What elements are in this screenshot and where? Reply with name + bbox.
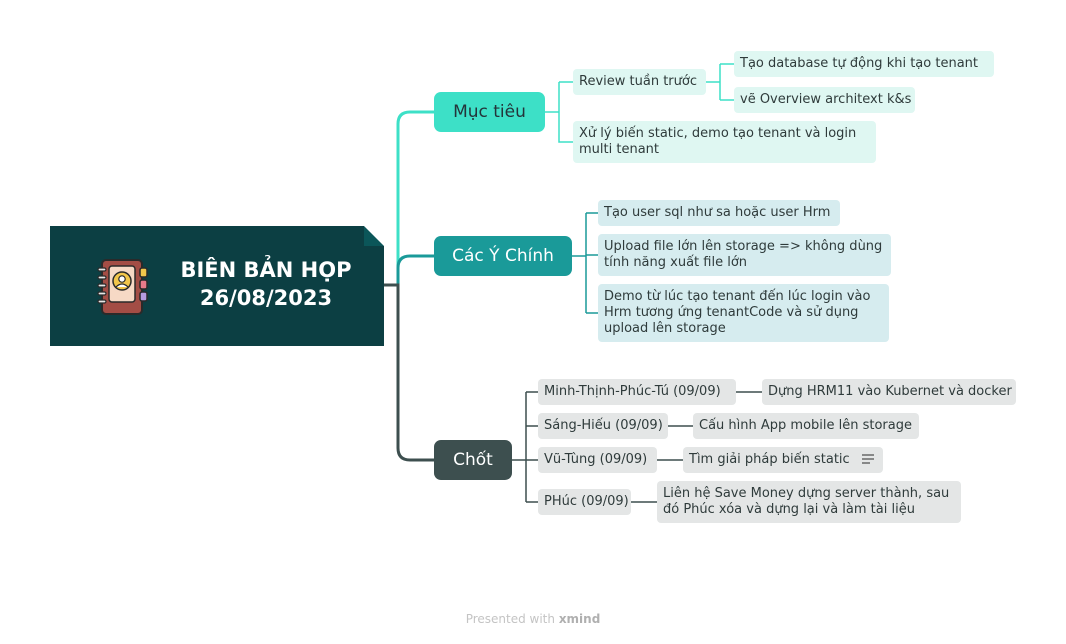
notebook-icon bbox=[97, 259, 148, 315]
branch-muc-tieu[interactable]: Mục tiêu bbox=[434, 92, 545, 132]
topic-xu-ly-bien-static[interactable]: Xử lý biến static, demo tạo tenant và lo… bbox=[573, 121, 876, 163]
topic-upload-file-lon[interactable]: Upload file lớn lên storage => không dùn… bbox=[598, 234, 891, 276]
topic-tao-database[interactable]: Tạo database tự động khi tạo tenant bbox=[734, 51, 994, 77]
topic-task-with-notes[interactable]: Tìm giải pháp biến static bbox=[683, 447, 883, 473]
topic-line: Tìm giải pháp biến static bbox=[689, 452, 850, 467]
topic-task[interactable]: Cấu hình App mobile lên storage bbox=[693, 413, 919, 439]
topic-line: đó Phúc xóa và dựng lại và làm tài liệu bbox=[663, 502, 915, 517]
root-title: BIÊN BẢN HỌP 26/08/2023 bbox=[166, 256, 366, 312]
topic-assignee[interactable]: Minh-Thịnh-Phúc-Tú (09/09) bbox=[538, 379, 736, 405]
topic-assignee[interactable]: Vũ-Tùng (09/09) bbox=[538, 447, 657, 473]
topic-line: upload lên storage bbox=[604, 321, 726, 336]
footer-brand[interactable]: xmind bbox=[558, 612, 601, 626]
topic-line: Upload file lớn lên storage => không dùn… bbox=[604, 239, 883, 254]
footer-watermark: Presented with xmind bbox=[0, 612, 1066, 626]
topic-line: tính năng xuất file lớn bbox=[604, 255, 748, 270]
topic-overview-architext[interactable]: vẽ Overview architext k&s bbox=[734, 87, 915, 113]
branch-cac-y-chinh[interactable]: Các Ý Chính bbox=[434, 236, 572, 276]
root-corner-fold bbox=[364, 226, 384, 246]
topic-line: Xử lý biến static, demo tạo tenant và lo… bbox=[579, 126, 857, 141]
topic-demo-tenant[interactable]: Demo từ lúc tạo tenant đến lúc login vào… bbox=[598, 284, 889, 342]
topic-line: Liên hệ Save Money dựng server thành, sa… bbox=[663, 486, 950, 501]
topic-line: multi tenant bbox=[579, 142, 659, 157]
topic-review-tuan-truoc[interactable]: Review tuần trước bbox=[573, 69, 706, 95]
footer-prefix: Presented with bbox=[465, 612, 555, 626]
topic-line: Hrm tương ứng tenantCode và sử dụng bbox=[604, 305, 859, 320]
topic-assignee[interactable]: PHúc (09/09) bbox=[538, 489, 631, 515]
topic-task[interactable]: Liên hệ Save Money dựng server thành, sa… bbox=[657, 481, 961, 523]
branch-chot[interactable]: Chốt bbox=[434, 440, 512, 480]
topic-assignee[interactable]: Sáng-Hiếu (09/09) bbox=[538, 413, 668, 439]
topic-task[interactable]: Dựng HRM11 vào Kubernet và docker bbox=[762, 379, 1016, 405]
root-topic[interactable]: BIÊN BẢN HỌP 26/08/2023 bbox=[50, 226, 384, 346]
topic-tao-user-sql[interactable]: Tạo user sql như sa hoặc user Hrm bbox=[598, 200, 840, 226]
root-title-line2: 26/08/2023 bbox=[199, 286, 333, 310]
topic-line: Demo từ lúc tạo tenant đến lúc login vào bbox=[604, 289, 871, 304]
notes-icon[interactable] bbox=[861, 452, 874, 468]
root-title-line1: BIÊN BẢN HỌP bbox=[180, 258, 352, 282]
